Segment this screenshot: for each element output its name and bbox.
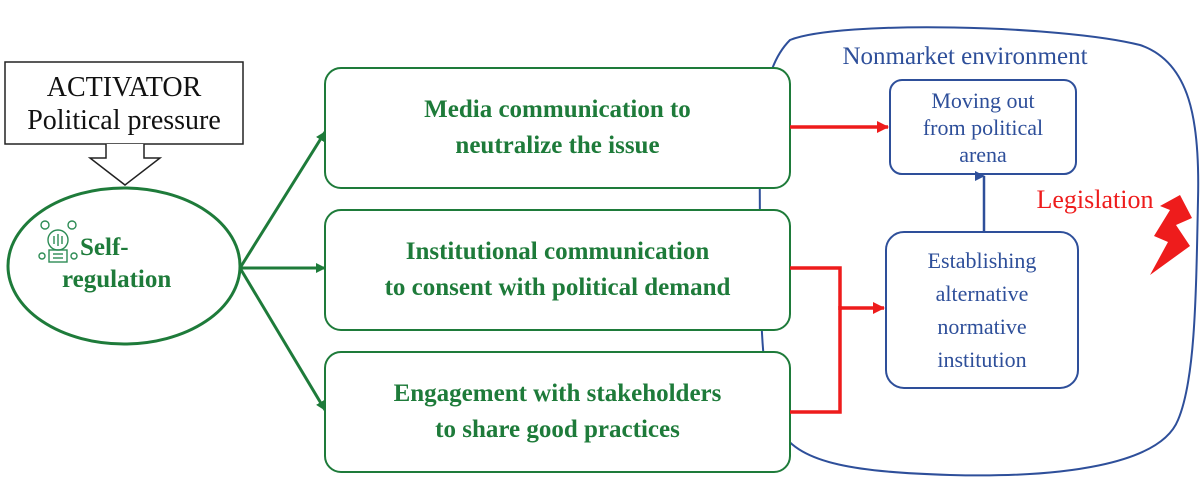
- arrow-to-engagement: [238, 267, 327, 411]
- legislation-text: Legislation: [1036, 185, 1154, 214]
- self-regulation-line2: regulation: [62, 266, 172, 293]
- establishing-line4: institution: [937, 347, 1027, 372]
- self-regulation-line1: Self-: [80, 234, 129, 261]
- nonmarket-environment-text: Nonmarket environment: [842, 43, 1088, 70]
- red-connector-engagement: [790, 306, 842, 414]
- legislation-label: Legislation: [1020, 182, 1170, 218]
- activator-label: ACTIVATOR Political pressure: [5, 64, 243, 144]
- activator-down-arrow: [87, 144, 163, 186]
- establishing-line1: Establishing: [927, 248, 1037, 273]
- moving-out-label: Moving out from political arena: [890, 82, 1076, 172]
- self-regulation-icon: [38, 220, 78, 263]
- arrow-to-media: [238, 131, 327, 269]
- lightning-bolt-icon: [1150, 195, 1192, 275]
- activator-subtitle: Political pressure: [27, 105, 221, 136]
- self-regulation-label: Self- regulation: [62, 226, 212, 302]
- strategy-media-line2: neutralize the issue: [455, 132, 660, 159]
- red-connector-institutional: [790, 266, 842, 310]
- moving-out-line2: from political: [922, 114, 1044, 140]
- nonmarket-environment-title: Nonmarket environment: [800, 40, 1130, 74]
- moving-out-line1: Moving out: [931, 87, 1035, 113]
- strategy-box-institutional: [324, 209, 791, 331]
- strategy-engagement-line1: Engagement with stakeholders: [393, 380, 722, 407]
- moving-out-line3: arena: [959, 141, 1007, 167]
- strategy-label-engagement: Engagement with stakeholders to share go…: [325, 352, 790, 472]
- establishing-label: Establishing alternative normative insti…: [886, 232, 1078, 388]
- strategy-institutional-line1: Institutional communication: [405, 238, 710, 265]
- strategy-label-media: Media communication to neutralize the is…: [325, 68, 790, 188]
- establishing-line3: normative: [937, 314, 1027, 339]
- strategy-engagement-line2: to share good practices: [435, 416, 680, 443]
- strategy-label-institutional: Institutional communication to consent w…: [325, 210, 790, 330]
- establishing-line2: alternative: [935, 281, 1029, 306]
- activator-title: ACTIVATOR: [46, 72, 202, 103]
- strategy-institutional-line2: to consent with political demand: [384, 274, 731, 301]
- strategy-media-line1: Media communication to: [424, 96, 691, 123]
- establishing-box: [885, 231, 1079, 389]
